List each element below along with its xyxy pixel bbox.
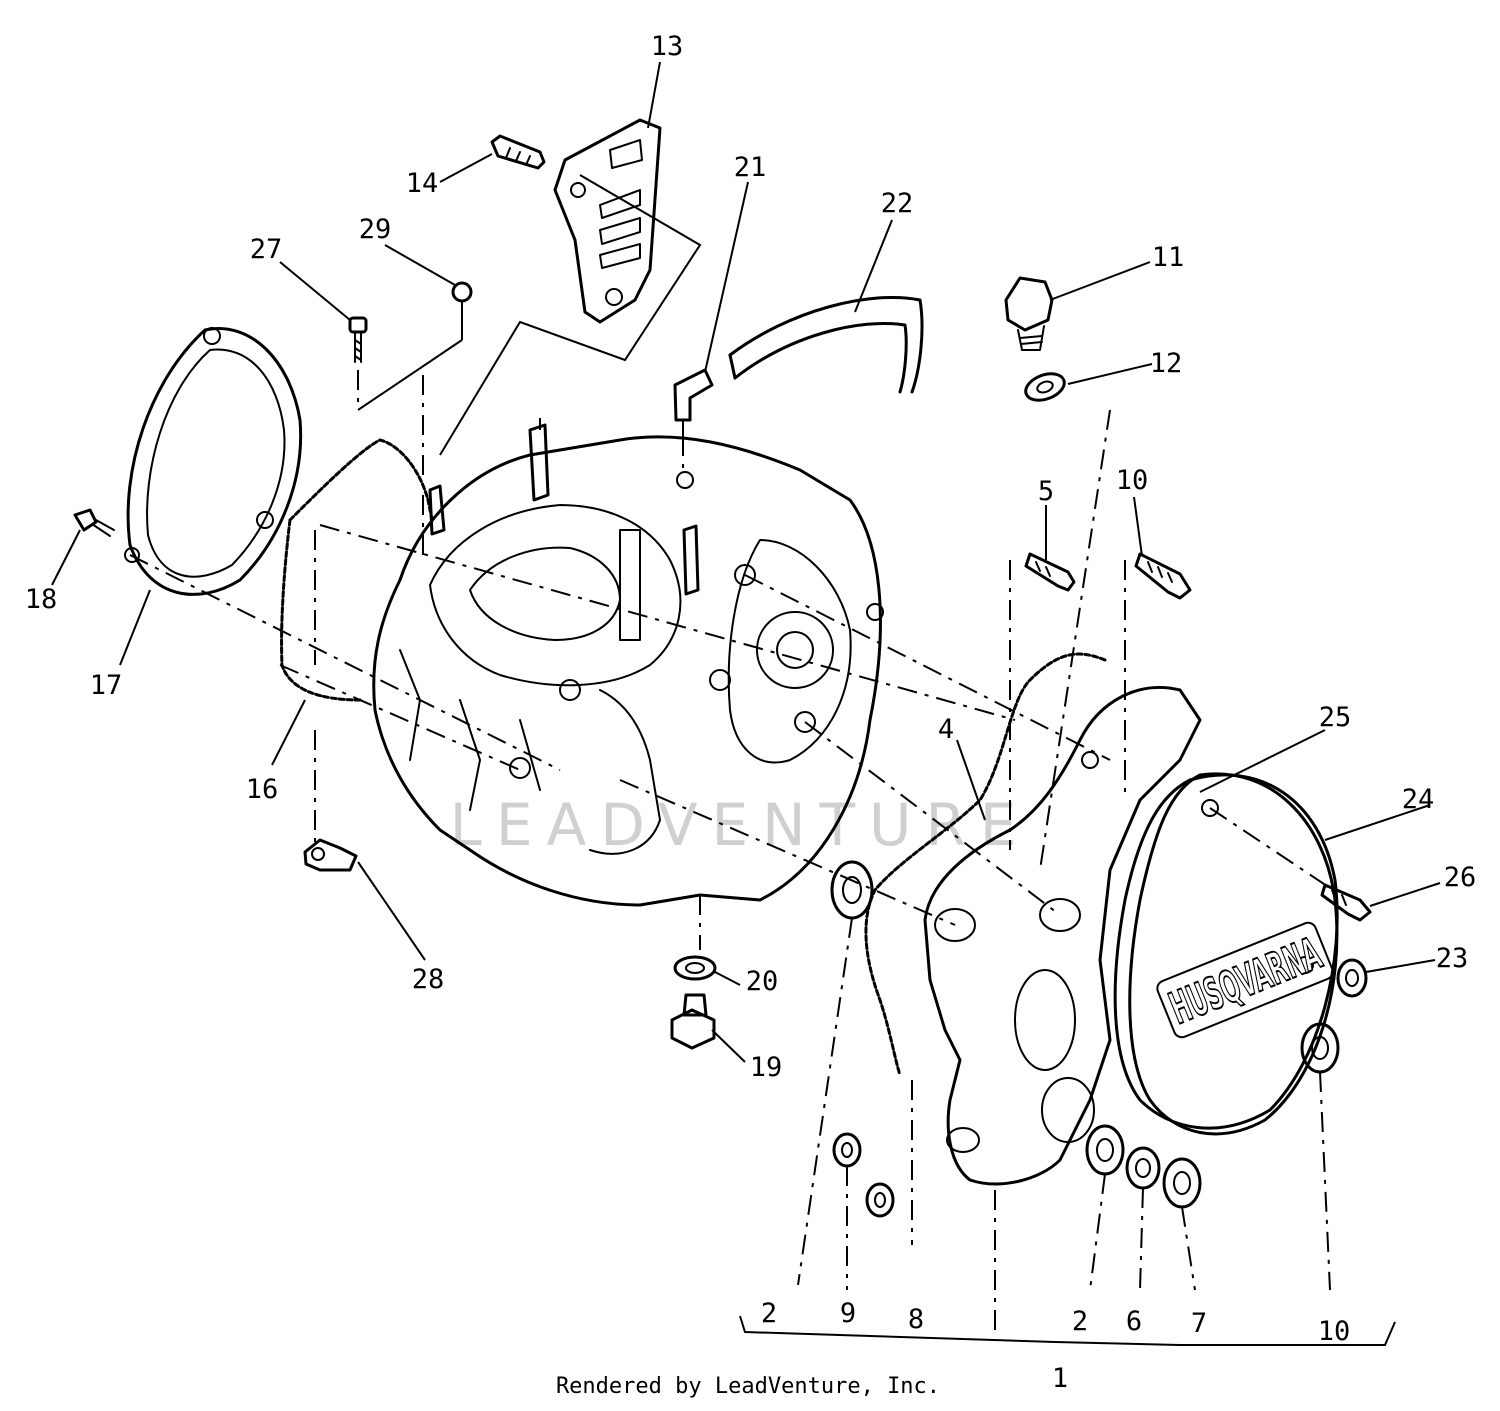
chain-guard-plate <box>553 118 662 324</box>
callout-26: 26 <box>1444 862 1477 893</box>
bolt-10 <box>1134 552 1192 600</box>
callout-5: 7 <box>1191 1308 1207 1339</box>
callout-21: 21 <box>734 152 767 183</box>
callout-20: 20 <box>746 966 779 997</box>
drain-washer-20 <box>673 955 717 981</box>
washer-12 <box>1024 372 1066 402</box>
screw-29 <box>451 281 473 323</box>
clutch-gasket-9 <box>864 652 1107 1077</box>
callout-12: 12 <box>1150 348 1183 379</box>
callout-3: 5 <box>1038 476 1054 507</box>
breather-hose-22 <box>728 296 924 394</box>
drain-plug-19 <box>670 993 716 1050</box>
callout-18: 18 <box>25 584 58 615</box>
callout-28: 28 <box>412 964 445 995</box>
clamp-28 <box>303 838 358 872</box>
oil-seal-2-right <box>1085 1124 1125 1176</box>
callout-8: 10 <box>1318 1316 1351 1347</box>
callout-22: 22 <box>881 188 914 219</box>
callout-25: 25 <box>1319 702 1352 733</box>
oil-seal-2-left <box>830 860 874 920</box>
bolt-26 <box>1320 883 1372 922</box>
clutch-cover-24: HUSQVARNA <box>1128 772 1339 1136</box>
callout-2-left: 2 <box>761 1298 777 1329</box>
callout-24: 24 <box>1402 784 1435 815</box>
bolt-3 <box>1024 552 1076 592</box>
callout-4: 6 <box>1126 1306 1142 1337</box>
breather-elbow-21 <box>673 368 714 437</box>
callout-10: 10 <box>1116 465 1149 496</box>
seal-23 <box>1336 958 1368 998</box>
bolt-14 <box>490 134 546 170</box>
screw-18 <box>73 508 115 537</box>
seal-8 <box>1300 1022 1340 1074</box>
callout-1: 1 <box>1052 1363 1068 1394</box>
callout-27: 27 <box>250 234 283 265</box>
oil-filler-plug-11 <box>1004 276 1054 351</box>
render-credit: Rendered by LeadVenture, Inc. <box>556 1374 940 1399</box>
callout-13: 13 <box>651 31 684 62</box>
callout-17: 17 <box>90 670 123 701</box>
callout-29: 29 <box>359 214 392 245</box>
callout-9: 4 <box>938 714 954 745</box>
callout-19: 19 <box>750 1052 783 1083</box>
ignition-cover-17 <box>124 327 303 596</box>
callout-14: 14 <box>406 168 439 199</box>
callout-labels: 13 14 21 22 29 27 11 12 5 10 18 17 16 4 … <box>25 31 1477 1394</box>
callout-7: 9 <box>840 1298 856 1329</box>
watermark-text: LEADVENTURE <box>450 791 1031 859</box>
callout-16: 16 <box>246 774 279 805</box>
leader-lines <box>51 61 1441 1063</box>
assembly-lines <box>129 174 1331 1335</box>
assembly-bracket-1 <box>739 1315 1396 1346</box>
callout-2-right: 2 <box>1072 1306 1088 1337</box>
callout-6: 8 <box>908 1304 924 1335</box>
callout-23: 23 <box>1436 943 1469 974</box>
seal-6 <box>865 1182 895 1218</box>
cover-o-ring-25 <box>1113 773 1339 1130</box>
seal-5 <box>1162 1157 1202 1209</box>
screw-27 <box>348 316 368 363</box>
washer-4 <box>1125 1146 1161 1190</box>
ignition-gasket-16 <box>280 438 434 702</box>
seal-7 <box>832 1132 862 1168</box>
callout-11: 11 <box>1152 242 1185 273</box>
cover-brand-text: HUSQVARNA <box>1163 928 1329 1034</box>
